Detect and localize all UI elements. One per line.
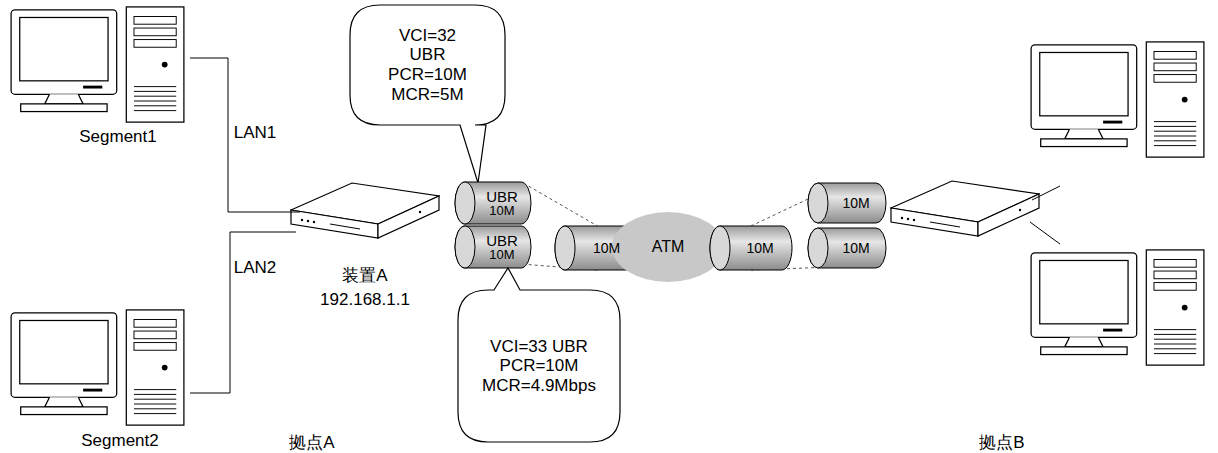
cylinder-body — [710, 226, 792, 270]
vc-parameters: VCI=32 UBR PCR=10M MCR=5M — [388, 26, 467, 104]
callout-outline — [458, 268, 620, 442]
rate-label: 10M — [842, 241, 869, 255]
service-class: UBR — [486, 233, 518, 248]
node-content: ATM — [612, 212, 724, 282]
site-label: Segment2 — [81, 431, 159, 451]
pc-icon — [11, 7, 184, 122]
router-device — [891, 181, 1039, 236]
cylinder-cap — [710, 226, 730, 270]
rate-label: 10M — [746, 241, 773, 255]
lan-wire — [190, 58, 300, 212]
node-content: UBR10M — [455, 226, 531, 268]
vc-cylinder: UBR10M — [455, 226, 531, 268]
cloud-outline — [612, 212, 724, 282]
rate-label: 10M — [842, 196, 869, 210]
pc-icon — [11, 310, 184, 425]
vc-cylinder: 10M — [808, 183, 886, 223]
rate-label: 10M — [593, 241, 620, 255]
rate-label: ATM — [652, 238, 685, 256]
node-content: VCI=33 UBR PCR=10M MCR=4.9Mbps — [458, 290, 620, 442]
callout-bubble: VCI=32 UBR PCR=10M MCR=5M — [350, 5, 505, 125]
cylinder-cap — [455, 182, 475, 224]
rate-label: 10M — [489, 248, 514, 261]
service-class: UBR — [486, 189, 518, 204]
vc-parameters: VCI=33 UBR PCR=10M MCR=4.9Mbps — [482, 337, 596, 396]
vc-cylinder: 10M — [808, 228, 886, 268]
vc-cylinder: UBR10M — [455, 182, 531, 224]
site-label: LAN1 — [234, 123, 277, 143]
site-label: 装置A — [342, 266, 387, 286]
pc-icon — [1031, 250, 1204, 365]
cylinder-cap — [808, 183, 828, 223]
site-label: Segment1 — [79, 127, 157, 147]
cylinder-body — [808, 228, 886, 268]
cylinder-cap — [555, 226, 575, 270]
callout-bubble: VCI=33 UBR PCR=10M MCR=4.9Mbps — [458, 290, 620, 442]
cylinder-body — [808, 183, 886, 223]
node-content: VCI=32 UBR PCR=10M MCR=5M — [350, 5, 505, 125]
pc-icon — [1031, 42, 1204, 157]
node-content: 10M — [808, 183, 886, 223]
cylinder-cap — [808, 228, 828, 268]
node-content: UBR10M — [455, 182, 531, 224]
atm-cloud: ATM — [612, 212, 724, 282]
ip-address: 192.168.1.1 — [320, 290, 410, 310]
cylinder-cap — [455, 226, 475, 268]
cylinder-body — [455, 182, 531, 224]
site-label: LAN2 — [234, 258, 277, 278]
router-device — [291, 183, 439, 238]
dashed-link — [529, 186, 598, 226]
rate-label: 10M — [489, 204, 514, 217]
lan-wire — [190, 232, 296, 393]
node-content: 10M — [808, 228, 886, 268]
site-label: 拠点A — [289, 433, 334, 453]
cylinder-body — [455, 226, 531, 268]
callout-outline — [350, 5, 505, 183]
node-content: 10M — [710, 226, 792, 270]
vc-cylinder: 10M — [710, 226, 792, 270]
site-label: 拠点B — [979, 433, 1024, 453]
lan-wire — [1030, 222, 1060, 244]
lan-wire — [1032, 186, 1060, 200]
